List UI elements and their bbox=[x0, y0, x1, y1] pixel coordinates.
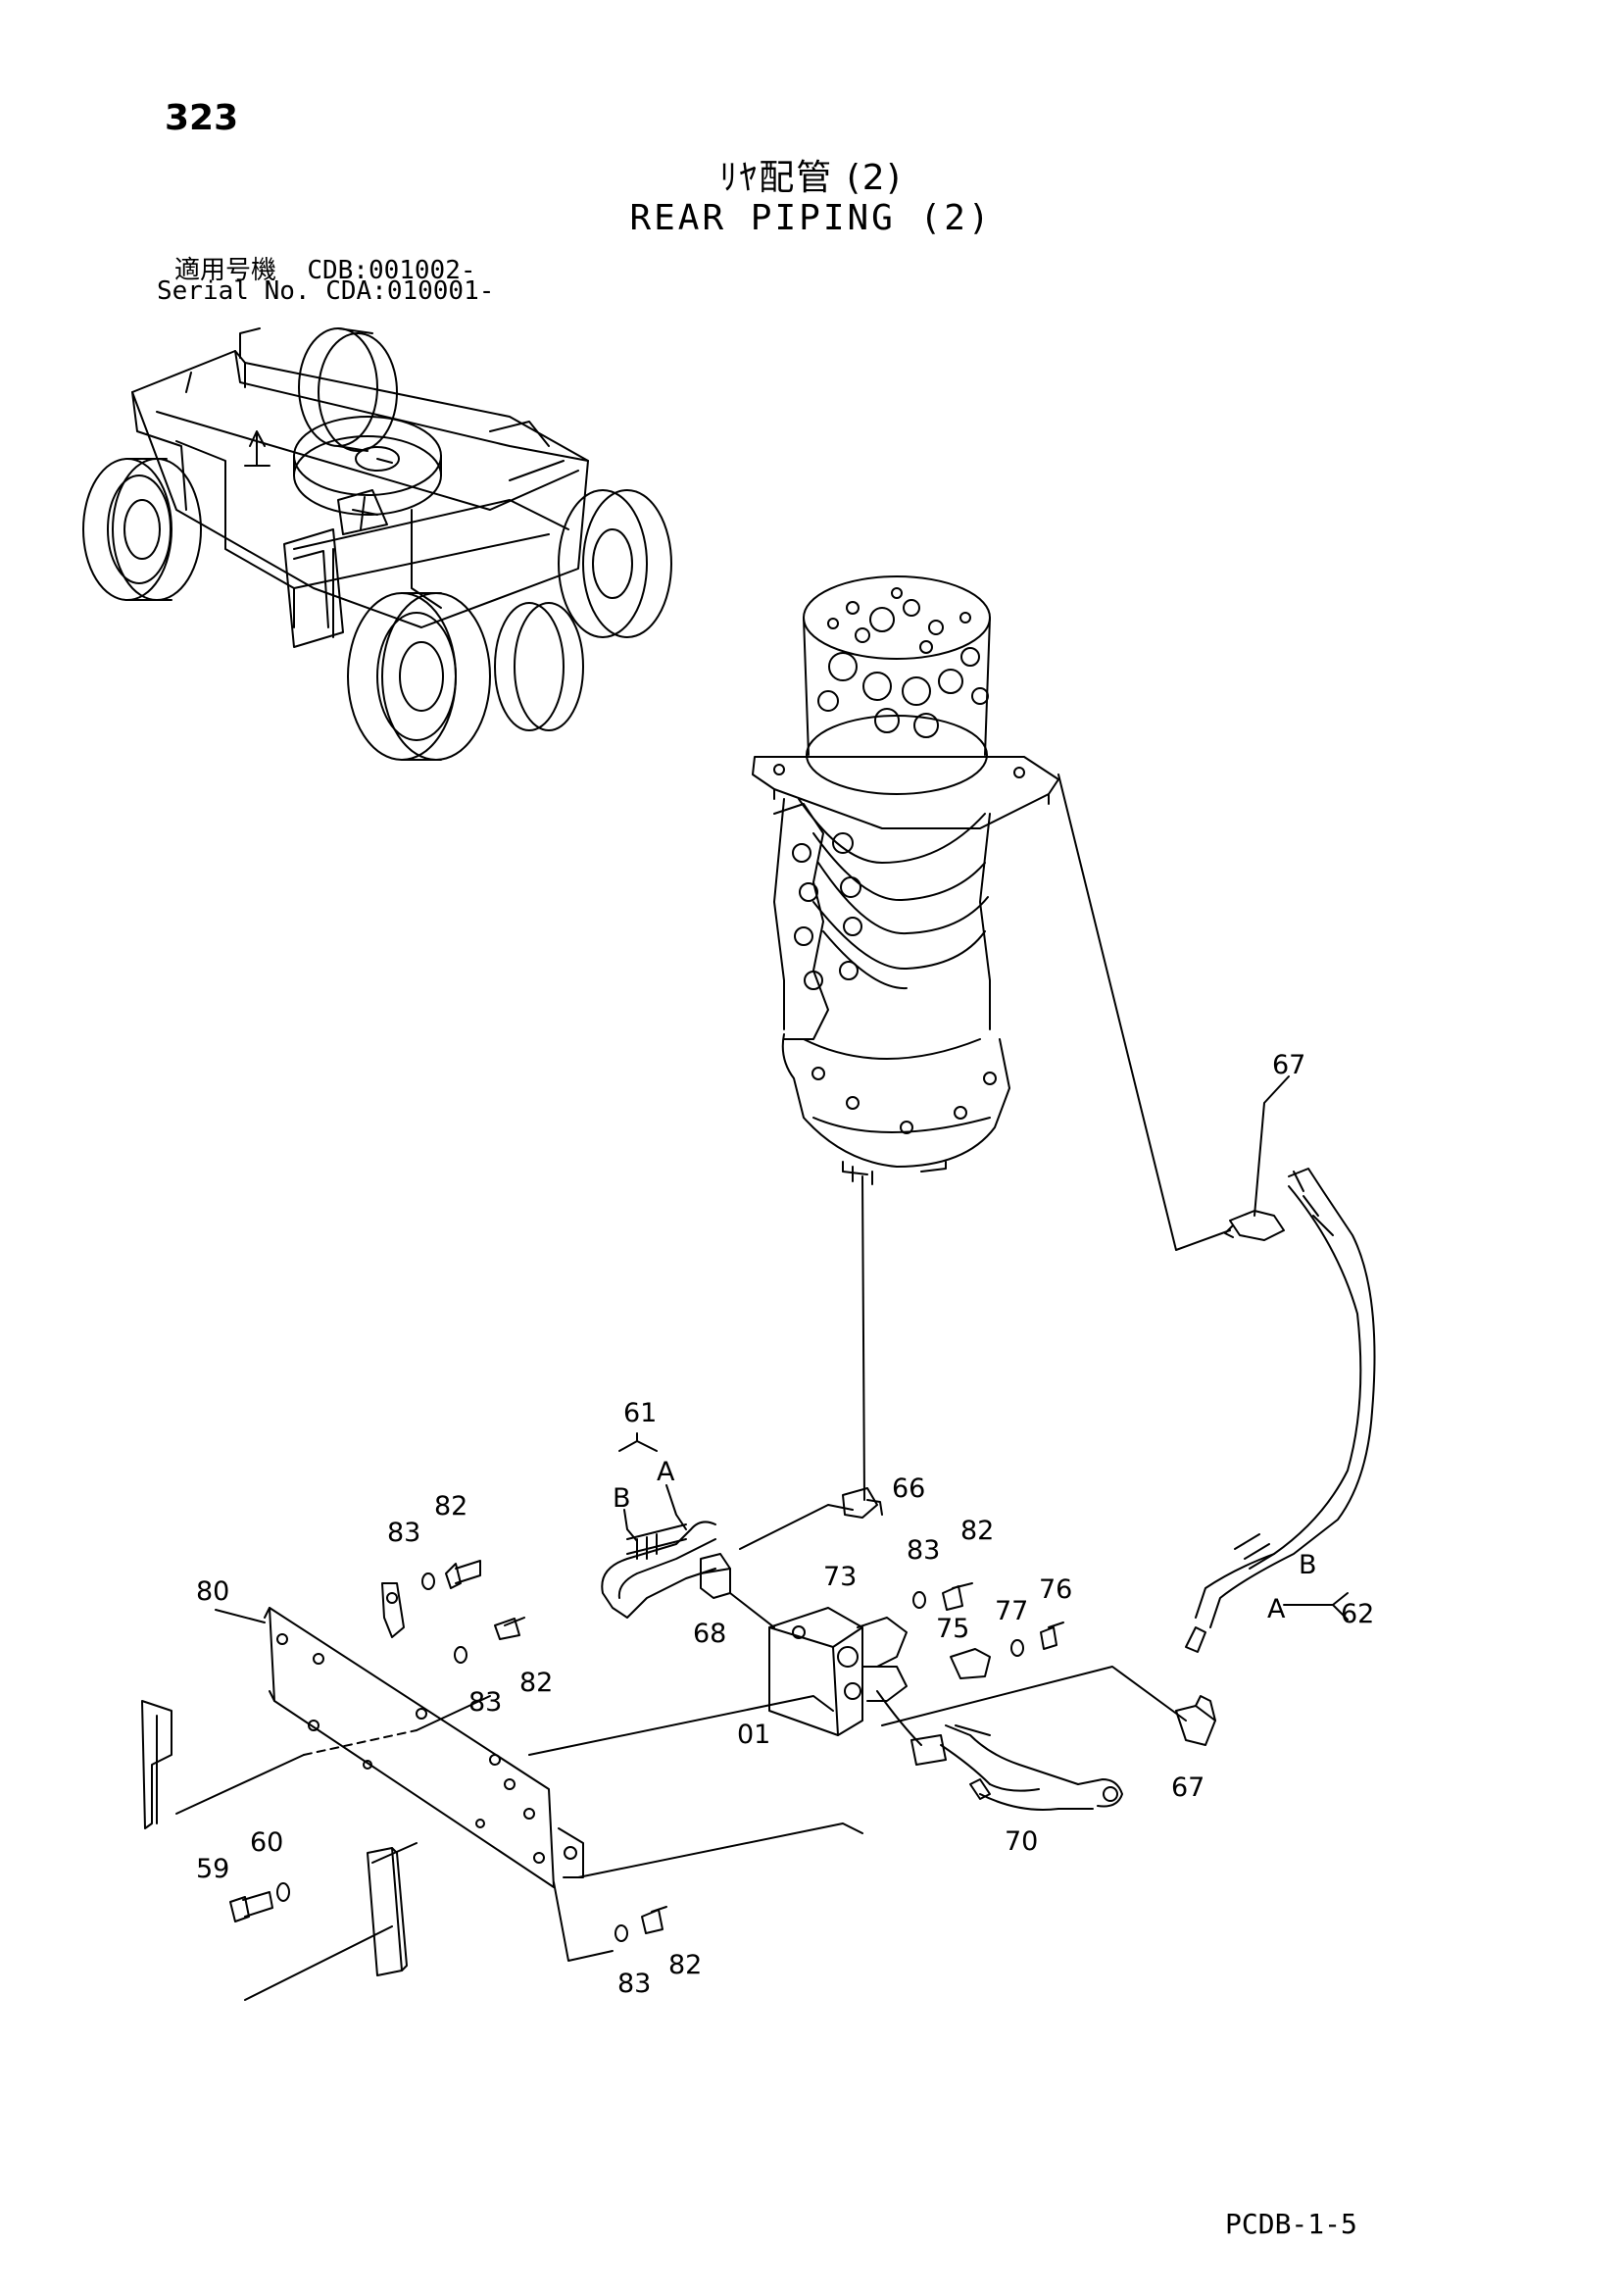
applicability-jp-label: 適用号機 bbox=[174, 256, 277, 285]
callout-B-upper: B bbox=[613, 1483, 631, 1514]
callout-82-top: 82 bbox=[434, 1491, 467, 1522]
callout-83-top: 83 bbox=[387, 1518, 420, 1548]
valve-block bbox=[768, 1607, 1123, 1811]
callout-83-mid: 83 bbox=[468, 1687, 502, 1718]
callout-A-upper: A bbox=[657, 1457, 675, 1487]
callout-59: 59 bbox=[196, 1854, 229, 1884]
callout-70: 70 bbox=[1005, 1826, 1038, 1857]
title-english: REAR PIPING (2) bbox=[629, 198, 993, 238]
callout-67-upper: 67 bbox=[1272, 1050, 1305, 1080]
callout-73: 73 bbox=[823, 1562, 857, 1592]
applicability-en-value: CDA:010001- bbox=[325, 276, 495, 306]
applicability-en: Serial No. CDA:010001- bbox=[157, 276, 494, 306]
callout-83-right: 83 bbox=[907, 1535, 940, 1566]
callout-83-bottom: 83 bbox=[617, 1969, 651, 1999]
callout-62: 62 bbox=[1341, 1599, 1374, 1629]
callout-A-lower: A bbox=[1267, 1594, 1286, 1624]
callout-68: 68 bbox=[693, 1619, 726, 1649]
callout-82-mid: 82 bbox=[519, 1668, 553, 1698]
applicability-en-label: Serial No. bbox=[157, 276, 311, 306]
mounting-plate bbox=[141, 1582, 584, 1976]
callout-82-right: 82 bbox=[960, 1516, 994, 1546]
callout-61: 61 bbox=[623, 1398, 657, 1428]
leader-lines bbox=[175, 774, 1349, 2001]
hose-61 bbox=[601, 1487, 883, 1619]
callout-67-lower: 67 bbox=[1171, 1772, 1204, 1803]
callout-77: 77 bbox=[995, 1596, 1028, 1626]
callout-75: 75 bbox=[936, 1614, 969, 1644]
undercarriage-overview bbox=[82, 327, 672, 761]
applicability-jp: 適用号機 CDB:001002- bbox=[174, 250, 476, 286]
fasteners bbox=[229, 1560, 1064, 1942]
callout-labels: 61 A B 66 67 67 68 73 83 82 83 82 83 82 … bbox=[196, 1050, 1374, 1999]
callout-76: 76 bbox=[1039, 1574, 1072, 1605]
callout-80: 80 bbox=[196, 1576, 229, 1607]
applicability-jp-value: CDB:001002- bbox=[307, 256, 476, 285]
footer-code: PCDB-1-5 bbox=[1225, 2208, 1357, 2240]
callout-60: 60 bbox=[250, 1827, 283, 1858]
callout-66: 66 bbox=[892, 1473, 925, 1504]
callout-B-lower: B bbox=[1299, 1550, 1317, 1580]
callout-82-bottom: 82 bbox=[668, 1950, 702, 1980]
callout-61-bracket bbox=[618, 1075, 1290, 1542]
hose-62 bbox=[1175, 1168, 1376, 1746]
callout-01: 01 bbox=[737, 1720, 770, 1750]
center-joint bbox=[752, 575, 1059, 1185]
title-japanese: ﾘﾔ配管 (2) bbox=[719, 158, 903, 198]
page-number: 323 bbox=[165, 98, 239, 138]
